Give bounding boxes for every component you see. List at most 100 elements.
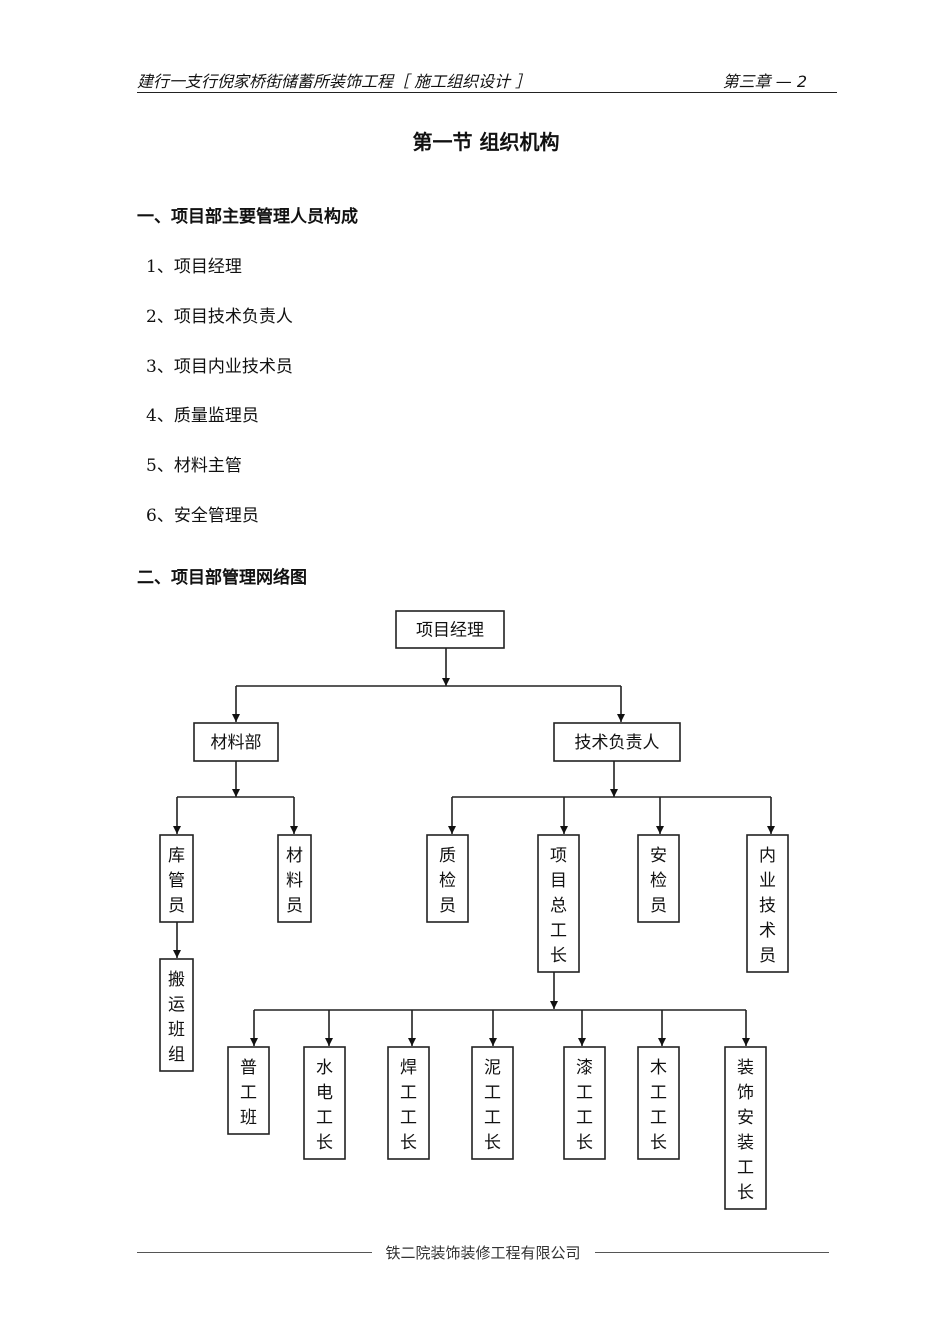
node-label-char: 内 xyxy=(759,846,776,866)
node-box xyxy=(563,1046,606,1160)
node-label-char: 工 xyxy=(650,1108,667,1128)
node-box xyxy=(277,834,312,923)
node-materials-dept: 材料部 xyxy=(193,722,279,762)
node-label-char: 总 xyxy=(550,896,567,916)
node-safety-inspector: 安检员 xyxy=(637,834,680,923)
node-label-char: 库 xyxy=(168,846,185,866)
node-box xyxy=(227,1046,270,1135)
list-item: 4、质量监理员 xyxy=(146,406,259,426)
node-label-char: 装 xyxy=(737,1133,754,1153)
node-label-char: 工 xyxy=(316,1108,333,1128)
node-box xyxy=(193,722,279,762)
node-label: 材料部 xyxy=(211,733,262,753)
node-box xyxy=(426,834,469,923)
node-box xyxy=(746,834,789,973)
node-warehouse-keeper: 库管员 xyxy=(159,834,194,923)
node-label-char: 长 xyxy=(576,1133,593,1153)
node-box xyxy=(637,834,680,923)
node-label-char: 术 xyxy=(759,921,776,941)
project-title: 建行一支行倪家桥街储蓄所装饰工程［ 施工组织设计 ］ xyxy=(137,72,532,91)
node-label-char: 长 xyxy=(737,1183,754,1203)
node-label-char: 木 xyxy=(650,1058,667,1078)
node-box xyxy=(471,1046,514,1160)
node-project-manager: 项目经理 xyxy=(395,610,505,649)
node-box xyxy=(303,1046,346,1160)
node-label-char: 泥 xyxy=(484,1058,501,1078)
node-box xyxy=(159,958,194,1072)
node-label: 技术负责人 xyxy=(575,733,660,753)
node-label-char: 材 xyxy=(286,846,303,866)
section-title: 第一节 组织机构 xyxy=(412,130,560,154)
node-label-char: 长 xyxy=(650,1133,667,1153)
node-label-char: 员 xyxy=(168,896,185,916)
node-label-char: 员 xyxy=(439,896,456,916)
node-label-char: 工 xyxy=(400,1083,417,1103)
footer-rule-left xyxy=(137,1252,372,1253)
node-box xyxy=(553,722,681,762)
node-box xyxy=(395,610,505,649)
node-label-char: 员 xyxy=(286,896,303,916)
node-label-char: 组 xyxy=(168,1045,185,1065)
node-label-char: 员 xyxy=(650,896,667,916)
node-label-char: 电 xyxy=(316,1083,333,1103)
node-label-char: 工 xyxy=(576,1083,593,1103)
node-label-char: 检 xyxy=(439,871,456,891)
node-label-char: 工 xyxy=(484,1083,501,1103)
footer-rule-right xyxy=(594,1252,830,1253)
node-label-char: 项 xyxy=(550,846,567,866)
node-label-char: 检 xyxy=(650,871,667,891)
node-label-char: 料 xyxy=(286,871,303,891)
node-label-char: 长 xyxy=(316,1133,333,1153)
list-item: 5、材料主管 xyxy=(146,456,242,476)
node-label-char: 工 xyxy=(650,1083,667,1103)
node-label-char: 工 xyxy=(484,1108,501,1128)
node-label-char: 工 xyxy=(737,1158,754,1178)
node-label-char: 管 xyxy=(168,871,185,891)
list-item: 1、项目经理 xyxy=(146,257,242,277)
node-box xyxy=(159,834,194,923)
page-header: 建行一支行倪家桥街储蓄所装饰工程［ 施工组织设计 ］ 第三章 — 2 xyxy=(137,66,837,93)
node-box xyxy=(387,1046,430,1160)
node-label-char: 焊 xyxy=(400,1058,417,1078)
node-label-char: 目 xyxy=(550,871,567,891)
node-label-char: 安 xyxy=(650,846,667,866)
heading-management-network: 二、项目部管理网络图 xyxy=(137,568,307,588)
node-quality-inspector: 质检员 xyxy=(426,834,469,923)
node-label-char: 工 xyxy=(576,1108,593,1128)
node-label-char: 搬 xyxy=(168,970,185,990)
node-label-char: 工 xyxy=(240,1083,257,1103)
node-general-labor-team: 普工班 xyxy=(227,1046,270,1135)
node-label-char: 工 xyxy=(400,1108,417,1128)
node-label-char: 员 xyxy=(759,946,776,966)
page-footer: 铁二院装饰装修工程有限公司 xyxy=(137,1242,830,1263)
node-label-char: 业 xyxy=(759,871,776,891)
node-label-char: 安 xyxy=(737,1108,754,1128)
node-box xyxy=(724,1046,767,1210)
node-label-char: 质 xyxy=(439,846,456,866)
node-tech-lead: 技术负责人 xyxy=(553,722,681,762)
node-label-char: 技 xyxy=(759,896,776,916)
node-label-char: 班 xyxy=(168,1020,185,1040)
list-item: 6、安全管理员 xyxy=(146,506,259,526)
node-label-char: 工 xyxy=(550,921,567,941)
node-label-char: 运 xyxy=(168,995,185,1015)
heading-staff-composition: 一、项目部主要管理人员构成 xyxy=(137,207,358,227)
node-internal-technician: 内业技术员 xyxy=(746,834,789,973)
node-label-char: 长 xyxy=(400,1133,417,1153)
node-box xyxy=(637,1046,680,1160)
node-label: 项目经理 xyxy=(416,621,484,641)
node-label-char: 水 xyxy=(316,1058,333,1078)
node-box xyxy=(537,834,580,973)
node-label-char: 普 xyxy=(240,1058,257,1078)
node-label-char: 长 xyxy=(550,946,567,966)
node-material-clerk: 材料员 xyxy=(277,834,312,923)
node-label-char: 班 xyxy=(240,1108,257,1128)
chapter-label: 第三章 — 2 xyxy=(722,72,807,91)
